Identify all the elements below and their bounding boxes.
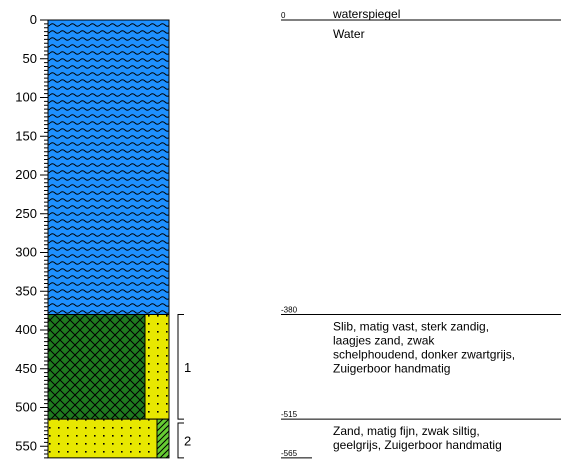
description-line: schelphoudend, donker zwartgrijs, — [333, 348, 515, 362]
layer-top-depth: -515 — [281, 410, 298, 419]
depth-tick-label: 300 — [15, 245, 37, 260]
description-line: geelgrijs, Zuigerboor handmatig — [333, 438, 502, 452]
zand-layer — [47, 418, 158, 459]
sample-brackets: 1 2 — [177, 314, 191, 459]
lithology-column — [47, 19, 170, 459]
layer-description: Water — [333, 27, 365, 41]
depth-tick-label: 0 — [30, 12, 37, 27]
sample-1-label: 1 — [184, 360, 191, 375]
layer-top-depth: 0 — [281, 11, 286, 20]
layer-top-depth: -380 — [281, 306, 298, 315]
sample-1-bracket — [177, 314, 184, 420]
description-line: Zuigerboor handmatig — [333, 362, 450, 376]
depth-axis: 0 50 100 150 200 250 300 350 400 450 500 550 — [15, 12, 49, 459]
sample-2-bracket — [177, 422, 184, 459]
depth-tick-label: 350 — [15, 283, 37, 298]
depth-tick-label: 250 — [15, 206, 37, 221]
depth-tick-label: 550 — [15, 438, 37, 453]
description-line: Slib, matig vast, sterk zandig, — [333, 320, 489, 334]
depth-tick-label: 50 — [23, 51, 37, 66]
description-line: Zand, matig fijn, zwak siltig, — [333, 424, 480, 438]
depth-tick-label: 400 — [15, 322, 37, 337]
depth-tick-label: 100 — [15, 90, 37, 105]
layer-description: Slib, matig vast, sterk zandig, laagjes … — [333, 320, 518, 376]
depth-tick-label: 450 — [15, 361, 37, 376]
sample-2-label: 2 — [184, 433, 191, 448]
depth-tick-label: 200 — [15, 167, 37, 182]
zand-silt-admixture — [156, 418, 170, 459]
layer-descriptions: 0 waterspiegel Water -380 Slib, matig va… — [281, 7, 561, 459]
slib-layer — [47, 314, 146, 420]
depth-tick-label: 150 — [15, 128, 37, 143]
description-line: laagjes zand, zwak — [333, 334, 435, 348]
water-layer — [47, 19, 170, 315]
water-level-note: waterspiegel — [332, 7, 400, 21]
layer-description: Zand, matig fijn, zwak siltig, geelgrijs… — [333, 424, 502, 452]
depth-tick-label: 500 — [15, 400, 37, 415]
bottom-depth-label: -565 — [281, 449, 298, 458]
slib-sand-admixture — [144, 314, 170, 420]
